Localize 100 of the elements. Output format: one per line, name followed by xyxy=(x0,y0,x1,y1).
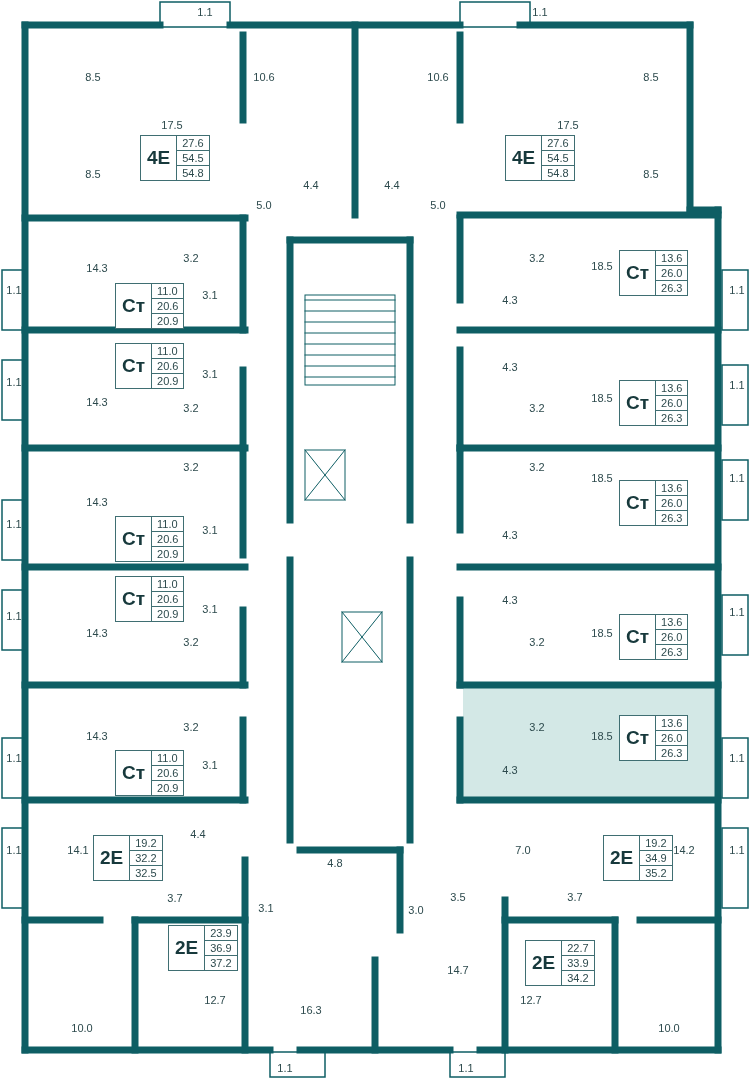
room-area: 14.3 xyxy=(86,396,108,408)
room-area: 4.3 xyxy=(502,361,518,373)
area-value: 13.6 xyxy=(660,615,684,629)
room-area: 3.7 xyxy=(567,891,583,903)
room-area: 3.2 xyxy=(183,636,199,648)
apartment-type: 2E xyxy=(609,846,635,870)
area-value: 26.0 xyxy=(656,495,688,510)
apartment-badge xyxy=(619,715,689,761)
area-value: 26.3 xyxy=(656,644,688,659)
room-area: 1.1 xyxy=(458,1062,474,1074)
area-value: 11.0 xyxy=(156,751,179,765)
area-value: 27.6 xyxy=(546,136,570,150)
apartment-badge xyxy=(115,516,185,562)
room-area: 4.3 xyxy=(502,764,518,776)
room-area: 1.1 xyxy=(6,610,22,622)
area-value: 20.6 xyxy=(152,298,184,313)
room-area: 12.7 xyxy=(204,994,226,1006)
room-area: 14.3 xyxy=(86,262,108,274)
area-value: 20.6 xyxy=(152,531,184,546)
apartment-badge xyxy=(619,250,689,296)
area-value: 26.0 xyxy=(656,629,688,644)
room-area: 4.3 xyxy=(502,594,518,606)
area-value: 19.2 xyxy=(134,836,158,850)
apartment-badge xyxy=(505,135,575,181)
room-area: 3.2 xyxy=(183,461,199,473)
apartment-type: Ст xyxy=(625,625,651,649)
apartment-badge xyxy=(168,925,238,971)
apartment-type: 2E xyxy=(531,951,557,975)
room-area: 1.1 xyxy=(729,752,745,764)
area-value: 20.9 xyxy=(152,546,184,561)
room-area: 3.1 xyxy=(258,902,274,914)
apartment-badge xyxy=(115,283,185,329)
room-area: 10.0 xyxy=(658,1022,680,1034)
area-value: 23.9 xyxy=(209,926,233,940)
room-area: 1.1 xyxy=(729,844,745,856)
area-value: 20.6 xyxy=(152,765,184,780)
area-value: 36.9 xyxy=(205,940,237,955)
room-area: 3.1 xyxy=(202,524,218,536)
room-area: 3.2 xyxy=(529,721,545,733)
room-area: 1.1 xyxy=(6,752,22,764)
room-area: 10.6 xyxy=(427,71,449,83)
room-area: 8.5 xyxy=(643,168,659,180)
room-area: 3.2 xyxy=(529,252,545,264)
apartment-type: 4E xyxy=(511,146,537,170)
area-value: 26.3 xyxy=(656,745,688,760)
room-area: 3.2 xyxy=(183,721,199,733)
room-area: 1.1 xyxy=(6,284,22,296)
apartment-type: 2E xyxy=(174,936,200,960)
room-area: 1.1 xyxy=(6,376,22,388)
area-value: 11.0 xyxy=(156,577,179,591)
room-area: 7.0 xyxy=(515,844,531,856)
room-area: 5.0 xyxy=(256,199,272,211)
apartment-type: Ст xyxy=(625,261,651,285)
area-value: 26.0 xyxy=(656,395,688,410)
area-value: 33.9 xyxy=(562,955,594,970)
room-area: 8.5 xyxy=(85,71,101,83)
apartment-badge xyxy=(525,940,595,986)
apartment-badge xyxy=(140,135,210,181)
area-value: 54.8 xyxy=(177,165,209,180)
room-area: 16.3 xyxy=(300,1004,322,1016)
room-area: 3.2 xyxy=(183,402,199,414)
room-area: 3.0 xyxy=(408,904,424,916)
room-area: 14.3 xyxy=(86,496,108,508)
apartment-type: Ст xyxy=(625,491,651,515)
area-value: 26.3 xyxy=(656,280,688,295)
room-area: 14.3 xyxy=(86,627,108,639)
area-value: 20.6 xyxy=(152,358,184,373)
area-value: 26.3 xyxy=(656,410,688,425)
area-value: 32.2 xyxy=(130,850,162,865)
room-area: 1.1 xyxy=(197,6,213,18)
room-area: 4.8 xyxy=(327,857,343,869)
area-value: 13.6 xyxy=(660,716,684,730)
apartment-type: Ст xyxy=(121,587,147,611)
area-value: 54.5 xyxy=(177,150,209,165)
area-value: 37.2 xyxy=(205,955,237,970)
room-area: 3.1 xyxy=(202,759,218,771)
room-area: 14.7 xyxy=(447,964,469,976)
apartment-badge xyxy=(115,343,185,389)
room-area: 18.5 xyxy=(591,472,613,484)
area-value: 54.5 xyxy=(542,150,574,165)
apartment-type: Ст xyxy=(625,726,651,750)
room-area: 8.5 xyxy=(85,168,101,180)
room-area: 1.1 xyxy=(729,379,745,391)
apartment-type: 4E xyxy=(146,146,172,170)
apartment-type: Ст xyxy=(625,391,651,415)
apartment-badge xyxy=(619,380,689,426)
room-area: 3.2 xyxy=(529,402,545,414)
room-area: 14.3 xyxy=(86,730,108,742)
room-area: 4.4 xyxy=(303,179,319,191)
area-value: 26.0 xyxy=(656,730,688,745)
area-value: 27.6 xyxy=(181,136,205,150)
apartment-type: Ст xyxy=(121,354,147,378)
apartment-badge xyxy=(115,576,185,622)
room-area: 3.1 xyxy=(202,289,218,301)
room-area: 3.1 xyxy=(202,368,218,380)
room-area: 3.2 xyxy=(529,461,545,473)
apartment-type: 2E xyxy=(99,846,125,870)
apartment-type: Ст xyxy=(121,294,147,318)
apartment-type: Ст xyxy=(121,761,147,785)
room-area: 10.0 xyxy=(71,1022,93,1034)
